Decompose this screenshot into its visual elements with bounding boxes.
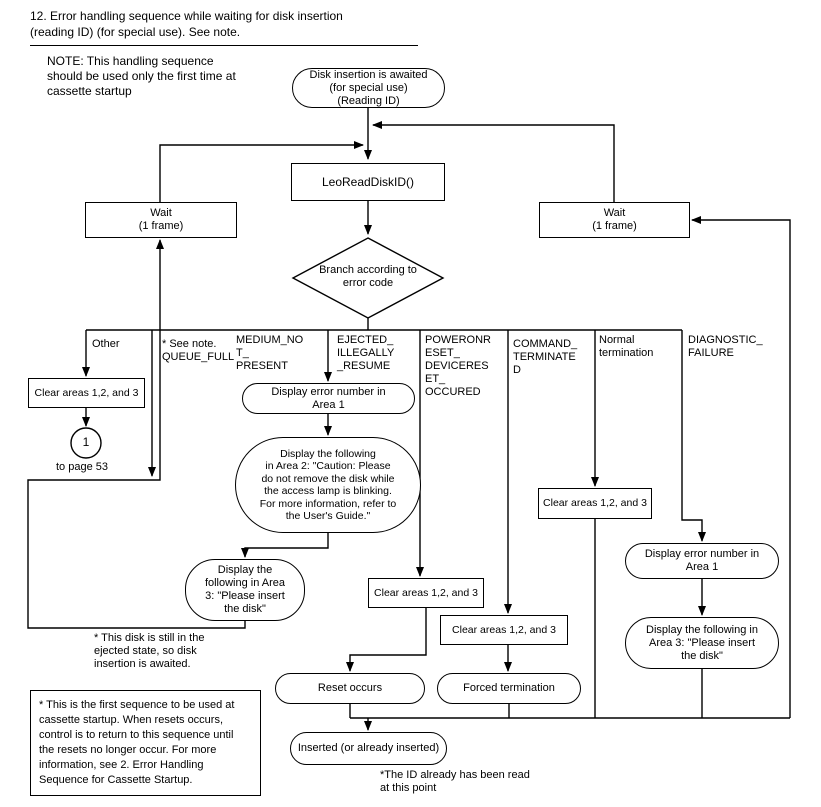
branch-label-command-terminated: COMMAND_ TERMINATE D xyxy=(513,338,578,376)
page-connector-circle xyxy=(70,427,102,459)
branch-label-other: Other xyxy=(92,338,120,350)
annotation-ejected-note: * This disk is still in the ejected stat… xyxy=(94,632,205,670)
node-inserted: Inserted (or already inserted) xyxy=(290,732,447,765)
annotation-id-note: *The ID already has been read at this po… xyxy=(380,769,530,794)
node-branch-diamond-label: Branch according to error code xyxy=(319,264,417,289)
branch-label-medium-not-present: MEDIUM_NO T_ PRESENT xyxy=(236,334,304,372)
node-forced-termination: Forced termination xyxy=(437,673,581,704)
node-clear-areas-normal: Clear areas 1,2, and 3 xyxy=(538,488,652,519)
node-start-disk-insertion-awaited: Disk insertion is awaited (for special u… xyxy=(292,68,445,108)
node-display-caution-area2: Display the following in Area 2: "Cautio… xyxy=(235,437,421,533)
node-reset-occurs: Reset occurs xyxy=(275,673,425,704)
branch-label-poweron-reset: POWERONR ESET_ DEVICERES ET_ OCCURED xyxy=(425,334,491,398)
node-display-insert-area3-left: Display the following in Area 3: "Please… xyxy=(185,559,305,621)
page-connector-caption: to page 53 xyxy=(56,461,108,473)
node-wait-left: Wait (1 frame) xyxy=(85,202,237,238)
branch-label-normal-termination: Normal termination xyxy=(599,334,654,359)
branch-diamond xyxy=(291,237,445,319)
branch-label-ejected-illegally-resume: EJECTED_ ILLEGALLY _RESUME xyxy=(337,334,395,372)
branch-label-queue-full: * See note. QUEUE_FULL xyxy=(162,338,235,363)
annotation-startup-note: * This is the first sequence to be used … xyxy=(30,690,261,796)
note-text: NOTE: This handling sequence should be u… xyxy=(47,54,236,98)
branch-label-diagnostic-failure: DIAGNOSTIC_ FAILURE xyxy=(688,334,763,359)
node-clear-areas-command: Clear areas 1,2, and 3 xyxy=(440,615,568,645)
node-clear-areas-poweron: Clear areas 1,2, and 3 xyxy=(368,578,484,608)
node-wait-right: Wait (1 frame) xyxy=(539,202,690,238)
page-title: 12. Error handling sequence while waitin… xyxy=(30,8,418,46)
node-display-error-area1-right: Display error number in Area 1 xyxy=(625,543,779,579)
page-connector-number: 1 xyxy=(82,435,90,449)
node-display-insert-area3-right: Display the following in Area 3: "Please… xyxy=(625,617,779,669)
node-leoreaddiskid: LeoReadDiskID() xyxy=(291,163,445,201)
node-display-error-area1: Display error number in Area 1 xyxy=(242,383,415,414)
node-clear-areas-other: Clear areas 1,2, and 3 xyxy=(28,378,145,408)
